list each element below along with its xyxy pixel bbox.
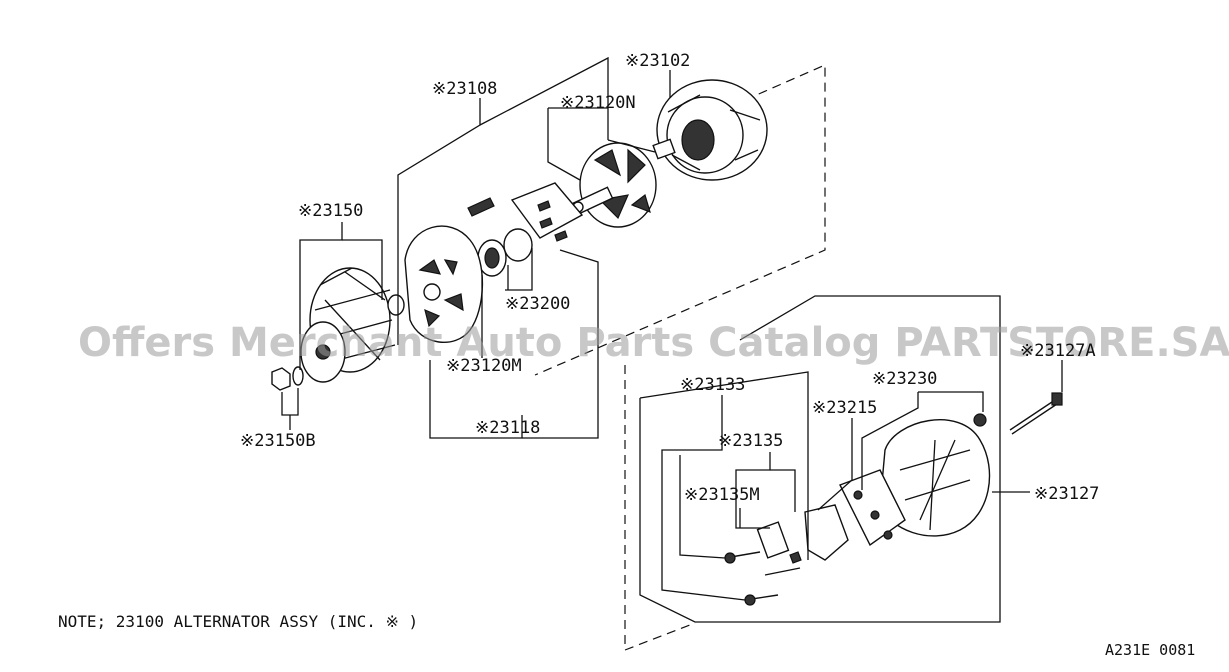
- leader-lines: [281, 56, 1063, 623]
- upper-assembly: [271, 64, 826, 391]
- brush-holder-23135: [756, 504, 849, 564]
- label-23108[interactable]: ※23108: [432, 79, 497, 99]
- label-23102[interactable]: ※23102: [625, 51, 690, 71]
- through-bolt-23127a: [1009, 392, 1063, 435]
- watermark-text: Offers Merchant Auto Parts Catalog PARTS…: [78, 320, 1229, 366]
- rear-assembly-envelope: [624, 365, 696, 651]
- diagram-code: A231E 0081: [1105, 641, 1195, 659]
- label-23150b[interactable]: ※23150B: [240, 431, 316, 451]
- front-bracket-23108: [404, 197, 495, 344]
- label-23215[interactable]: ※23215: [812, 398, 877, 418]
- bearing-23200: [477, 228, 533, 277]
- screws-23133: [724, 551, 801, 606]
- fan-23150: [300, 267, 405, 383]
- label-23150[interactable]: ※23150: [298, 201, 363, 221]
- label-23120n[interactable]: ※23120N: [560, 93, 636, 113]
- label-23120m[interactable]: ※23120M: [446, 356, 522, 376]
- lower-assembly: [624, 365, 1063, 651]
- rectifier-23215: [839, 469, 906, 547]
- stator-housing-23102: [652, 79, 768, 181]
- label-23127[interactable]: ※23127: [1034, 484, 1099, 504]
- bearing-retainer-plate: [510, 182, 584, 242]
- label-23230[interactable]: ※23230: [872, 369, 937, 389]
- label-23135[interactable]: ※23135: [718, 431, 783, 451]
- label-23127a[interactable]: ※23127A: [1020, 341, 1096, 361]
- nut-washer-23150b: [271, 366, 304, 391]
- label-23135m[interactable]: ※23135M: [684, 485, 760, 505]
- label-23200[interactable]: ※23200: [505, 294, 570, 314]
- assembly-note: NOTE; 23100 ALTERNATOR ASSY (INC. ※ ): [58, 612, 418, 631]
- part-labels: ※23102 ※23108 ※23120N ※23150 ※23200 ※231…: [240, 51, 1099, 505]
- rear-cover-23230: [879, 413, 991, 537]
- label-23118[interactable]: ※23118: [475, 418, 540, 438]
- label-23133[interactable]: ※23133: [680, 375, 745, 395]
